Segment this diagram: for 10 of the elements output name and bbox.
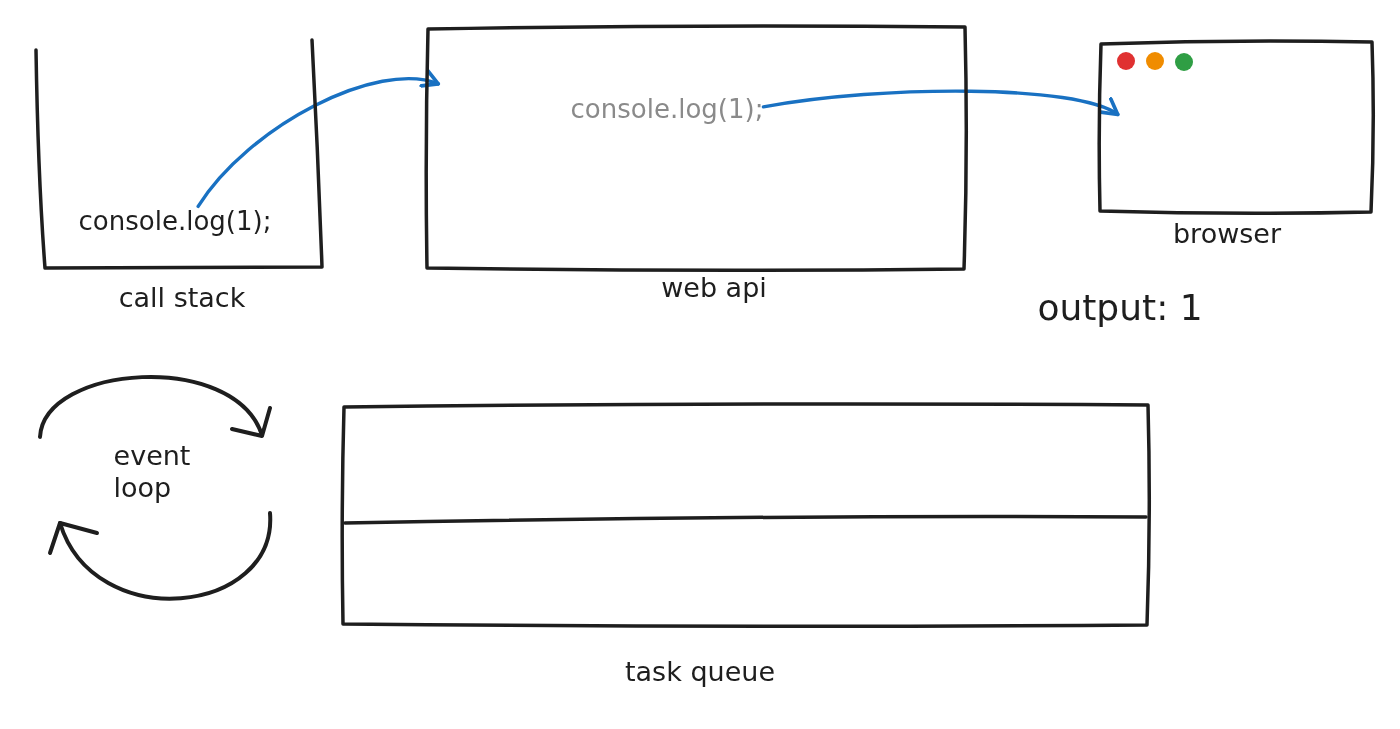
node-label: web api <box>661 271 767 305</box>
node-label: call stack <box>118 281 246 315</box>
node-label: browser <box>1173 217 1281 251</box>
code-text: console.log(1); <box>570 94 764 126</box>
code-text: console.log(1); <box>78 206 272 238</box>
arrow <box>761 89 1120 117</box>
output-text: output: 1 <box>1037 286 1203 330</box>
arrow <box>196 70 441 209</box>
node-label: event loop <box>113 439 191 505</box>
node-label: task queue <box>625 655 775 689</box>
